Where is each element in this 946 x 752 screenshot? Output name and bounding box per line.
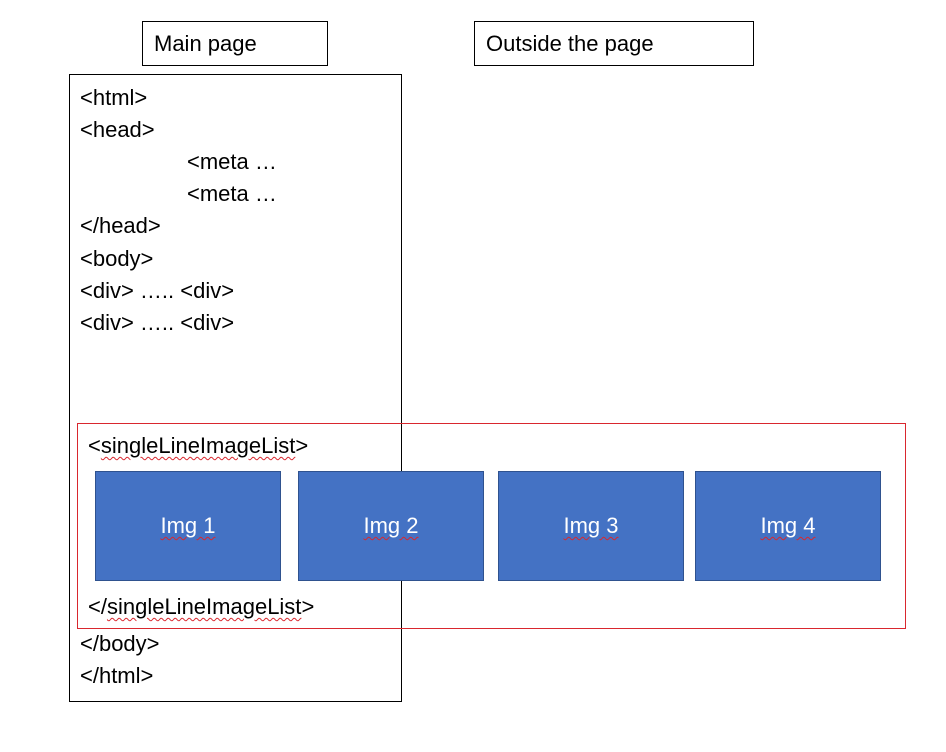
image-box-2: Img 2 bbox=[298, 471, 484, 581]
code-meta-1: <meta … bbox=[187, 149, 277, 174]
code-meta-2: <meta … bbox=[187, 181, 277, 206]
image-box-4: Img 4 bbox=[695, 471, 881, 581]
outside-page-label: Outside the page bbox=[474, 21, 754, 66]
image-list-close-tag: </singleLineImageList> bbox=[88, 596, 314, 618]
image-label-4: Img 4 bbox=[760, 513, 816, 538]
image-box-3: Img 3 bbox=[498, 471, 684, 581]
open-tag-prefix: < bbox=[88, 433, 101, 458]
close-tag-suffix: > bbox=[301, 594, 315, 619]
image-label-1: Img 1 bbox=[160, 513, 216, 538]
code-body-close: </body> bbox=[80, 631, 160, 656]
code-body-open: <body> bbox=[80, 246, 154, 271]
code-html-open: <html> bbox=[80, 85, 148, 110]
main-page-label: Main page bbox=[142, 21, 328, 66]
open-tag-suffix: > bbox=[295, 433, 309, 458]
image-label-2: Img 2 bbox=[363, 513, 419, 538]
code-div-line-2: <div> ….. <div> bbox=[80, 310, 235, 335]
code-html-close: </html> bbox=[80, 663, 154, 688]
image-box-1: Img 1 bbox=[95, 471, 281, 581]
close-tag-prefix: </ bbox=[88, 594, 107, 619]
image-label-3: Img 3 bbox=[563, 513, 619, 538]
main-page-label-text: Main page bbox=[154, 30, 257, 56]
code-head-open: <head> bbox=[80, 117, 155, 142]
main-page-frame bbox=[69, 74, 402, 702]
image-list-open-tag: <singleLineImageList> bbox=[88, 435, 308, 457]
open-tag-name: singleLineImageList bbox=[100, 433, 296, 458]
close-tag-name: singleLineImageList bbox=[106, 594, 302, 619]
image-list-frame bbox=[77, 423, 906, 629]
code-div-line-1: <div> ….. <div> bbox=[80, 278, 235, 303]
code-head-close: </head> bbox=[80, 213, 161, 238]
outside-page-label-text: Outside the page bbox=[486, 30, 654, 56]
